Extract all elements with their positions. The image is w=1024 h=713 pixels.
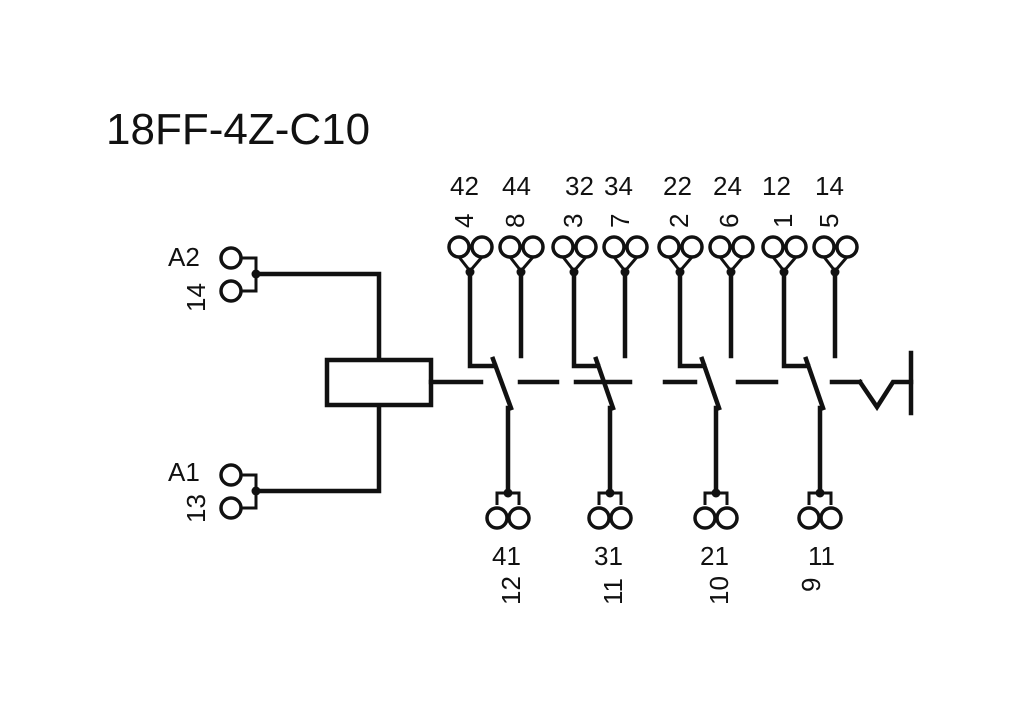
contact-12-wire bbox=[781, 269, 811, 369]
terminal-pair-42-44 bbox=[447, 235, 545, 277]
pin-label-7: 7 bbox=[605, 214, 635, 228]
contact-group-1 bbox=[761, 235, 859, 530]
coil-wire-top bbox=[253, 271, 382, 362]
terminal-pair-31 bbox=[587, 488, 633, 530]
terminal-pair-21 bbox=[693, 488, 739, 530]
terminal-pair-32-34 bbox=[551, 235, 649, 277]
coil-terminal-a2-label: A2 bbox=[168, 242, 200, 272]
terminal-pair-22-24 bbox=[657, 235, 755, 277]
pin-label-3: 3 bbox=[558, 214, 588, 228]
contact-label-21: 21 bbox=[700, 541, 729, 571]
bottom-labels: 41 31 21 11 12 11 10 9 bbox=[492, 541, 835, 605]
contact-group-4 bbox=[447, 235, 545, 530]
diagram-title: 18FF-4Z-C10 bbox=[106, 105, 370, 154]
contact-31-blade bbox=[593, 356, 616, 411]
contact-label-42: 42 bbox=[450, 171, 479, 201]
pin-label-4: 4 bbox=[449, 214, 479, 228]
contact-label-24: 24 bbox=[713, 171, 742, 201]
terminal-pair-41 bbox=[485, 488, 531, 530]
pin-label-2: 2 bbox=[664, 214, 694, 228]
pin-label-8: 8 bbox=[500, 214, 530, 228]
terminal-pair-12-14 bbox=[761, 235, 859, 277]
coil-box bbox=[324, 357, 434, 408]
contact-label-34: 34 bbox=[604, 171, 633, 201]
return-spring-icon bbox=[856, 378, 914, 412]
coil-terminal-a2 bbox=[219, 246, 261, 303]
terminal-pair-11 bbox=[797, 488, 843, 530]
pin-label-6: 6 bbox=[714, 214, 744, 228]
coil-terminal-a1 bbox=[219, 463, 261, 520]
contact-32-wire bbox=[571, 269, 601, 369]
coil-wire-bottom bbox=[253, 402, 382, 494]
contact-42-wire bbox=[467, 269, 498, 369]
pin-label-11: 11 bbox=[598, 578, 628, 605]
coil-terminal-a1-pin: 13 bbox=[181, 494, 211, 523]
contact-group-3 bbox=[551, 235, 649, 530]
contact-label-32: 32 bbox=[565, 171, 594, 201]
coil-terminal-a1-label: A1 bbox=[168, 457, 200, 487]
top-labels: 42 44 32 34 22 24 12 14 4 8 3 7 2 6 1 5 bbox=[449, 171, 844, 228]
contact-label-41: 41 bbox=[492, 541, 521, 571]
coil-section: A2 14 A1 13 bbox=[168, 242, 434, 523]
mechanical-linkage bbox=[428, 350, 914, 416]
pin-label-12: 12 bbox=[496, 576, 526, 605]
contact-22-wire bbox=[677, 269, 707, 369]
contact-group-2 bbox=[657, 235, 755, 530]
contact-label-14: 14 bbox=[815, 171, 844, 201]
pin-label-1: 1 bbox=[768, 214, 798, 228]
contact-label-22: 22 bbox=[663, 171, 692, 201]
pin-label-5: 5 bbox=[814, 214, 844, 228]
coil-terminal-a2-pin: 14 bbox=[181, 283, 211, 312]
contact-21-blade bbox=[699, 356, 722, 411]
contact-label-31: 31 bbox=[594, 541, 623, 571]
contact-label-12: 12 bbox=[762, 171, 791, 201]
pin-label-10: 10 bbox=[704, 576, 734, 605]
contact-label-11: 11 bbox=[808, 541, 835, 571]
contact-11-blade bbox=[803, 356, 826, 411]
pin-label-9: 9 bbox=[796, 578, 826, 592]
contact-label-44: 44 bbox=[502, 171, 531, 201]
contact-41-blade bbox=[490, 356, 514, 411]
